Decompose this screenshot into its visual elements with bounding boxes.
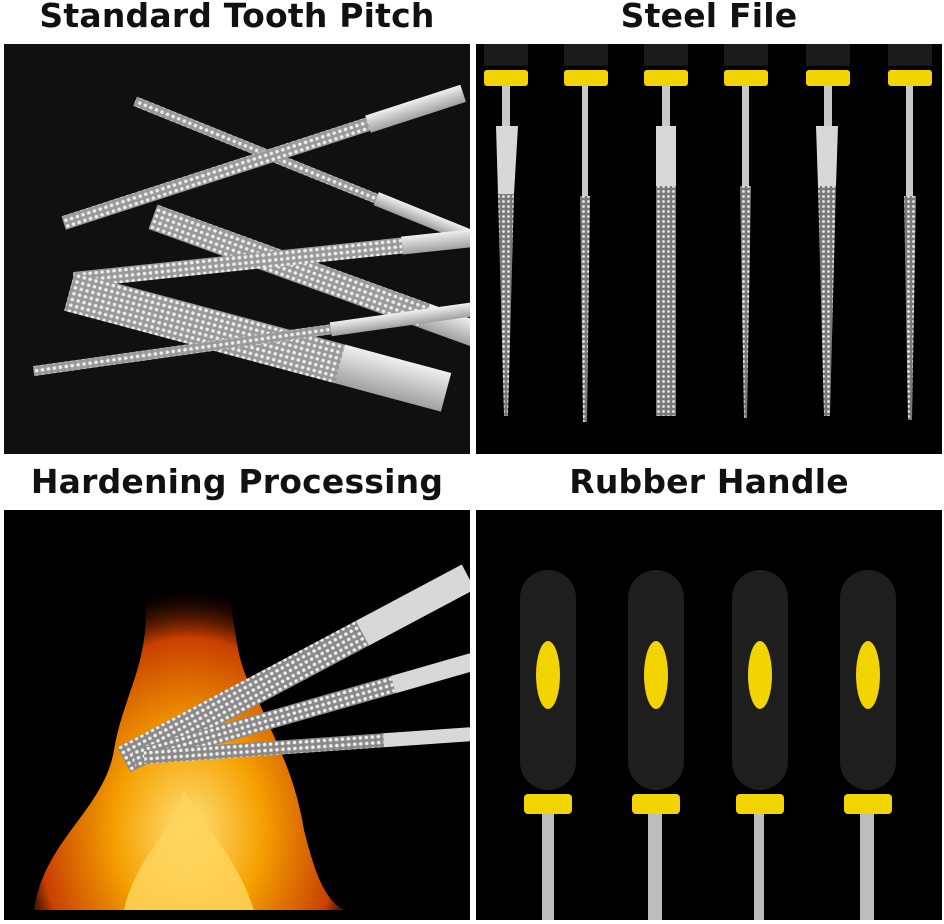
hot-file: [131, 648, 470, 768]
panel-title-hardening-processing: Hardening Processing: [30, 462, 444, 501]
rubber-handles-image: [476, 510, 942, 920]
file-4: [724, 44, 768, 418]
steel-files-illustration: [484, 44, 932, 422]
handles-illustration: [520, 570, 896, 920]
rasp-files-illustration: [32, 84, 470, 412]
hot-file: [117, 564, 470, 773]
file-6: [888, 44, 932, 420]
rasp-file: [32, 301, 470, 376]
six-steel-files-image: [476, 44, 942, 454]
handle-3: [732, 570, 788, 920]
handle-4: [840, 570, 896, 920]
hot-file: [143, 726, 470, 764]
panel-title-steel-file: Steel File: [620, 0, 798, 35]
rasp-file: [61, 84, 466, 230]
flame-tongue: [124, 790, 254, 910]
fire-illustration: [34, 510, 470, 910]
handle-2: [628, 570, 684, 920]
rasp-file: [72, 228, 470, 288]
panel-title-rubber-handle: Rubber Handle: [569, 462, 849, 501]
rasp-file: [64, 272, 452, 412]
panel-title-standard-tooth-pitch: Standard Tooth Pitch: [39, 0, 435, 35]
file-2: [564, 44, 608, 422]
handle-1: [520, 570, 576, 920]
files-in-fire-image: [4, 510, 470, 920]
rasp-files-closeup-image: [4, 44, 470, 454]
file-1: [484, 44, 528, 416]
file-3: [644, 44, 688, 416]
file-5: [806, 44, 850, 416]
